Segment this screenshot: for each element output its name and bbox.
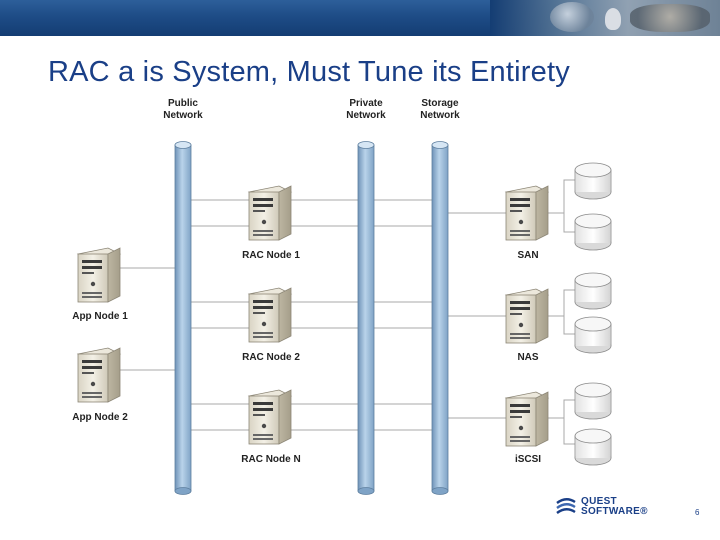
private-network-pipe <box>357 141 375 495</box>
connector-san-disks <box>548 179 578 233</box>
page-number: 6 <box>695 508 700 517</box>
rac-node-n-server-icon <box>248 389 292 445</box>
quest-swirl-icon <box>556 498 576 514</box>
san-server-icon <box>505 185 549 241</box>
nas-server-icon <box>505 288 549 344</box>
app-node-2-label: App Node 2 <box>72 412 128 423</box>
rac-node-1-label: RAC Node 1 <box>242 250 300 261</box>
public-network-label-line2: Network <box>163 110 203 121</box>
app-node-2-server-icon <box>77 347 121 403</box>
connector-iscsi-disks <box>548 399 578 445</box>
storage-network-label-line1: Storage <box>421 98 459 109</box>
public-network-label-line1: Public <box>168 98 198 109</box>
app-node-1-label: App Node 1 <box>72 311 128 322</box>
header-photo <box>490 0 720 36</box>
connector-lines <box>110 179 578 445</box>
quest-software-logo: QUEST SOFTWARE® <box>555 496 685 518</box>
storage-network-label-line2: Network <box>420 110 460 121</box>
storage-network-pipe <box>431 141 449 495</box>
logo-text-line2: SOFTWARE® <box>581 506 648 517</box>
iscsi-disk-1-icon <box>574 382 612 420</box>
nas-disk-1-icon <box>574 272 612 310</box>
slide-title: RAC a is System, Must Tune its Entirety <box>48 56 570 88</box>
san-disk-1-icon <box>574 162 612 200</box>
app-node-1-server-icon <box>77 247 121 303</box>
private-network-label-line2: Network <box>346 110 386 121</box>
rac-node-2-server-icon <box>248 287 292 343</box>
nas-label: NAS <box>517 352 538 363</box>
san-disk-2-icon <box>574 213 612 251</box>
rac-node-n-label: RAC Node N <box>241 454 300 465</box>
iscsi-label: iSCSI <box>515 454 541 465</box>
rac-node-1-server-icon <box>248 185 292 241</box>
private-network-label-line1: Private <box>349 98 383 109</box>
logo-text-line1: QUEST <box>581 496 617 507</box>
iscsi-server-icon <box>505 391 549 447</box>
rac-node-2-label: RAC Node 2 <box>242 352 300 363</box>
nas-disk-2-icon <box>574 316 612 354</box>
header-bar <box>0 0 720 36</box>
san-label: SAN <box>517 250 538 261</box>
iscsi-disk-2-icon <box>574 428 612 466</box>
connector-nas-disks <box>548 289 578 335</box>
public-network-pipe <box>174 141 192 495</box>
